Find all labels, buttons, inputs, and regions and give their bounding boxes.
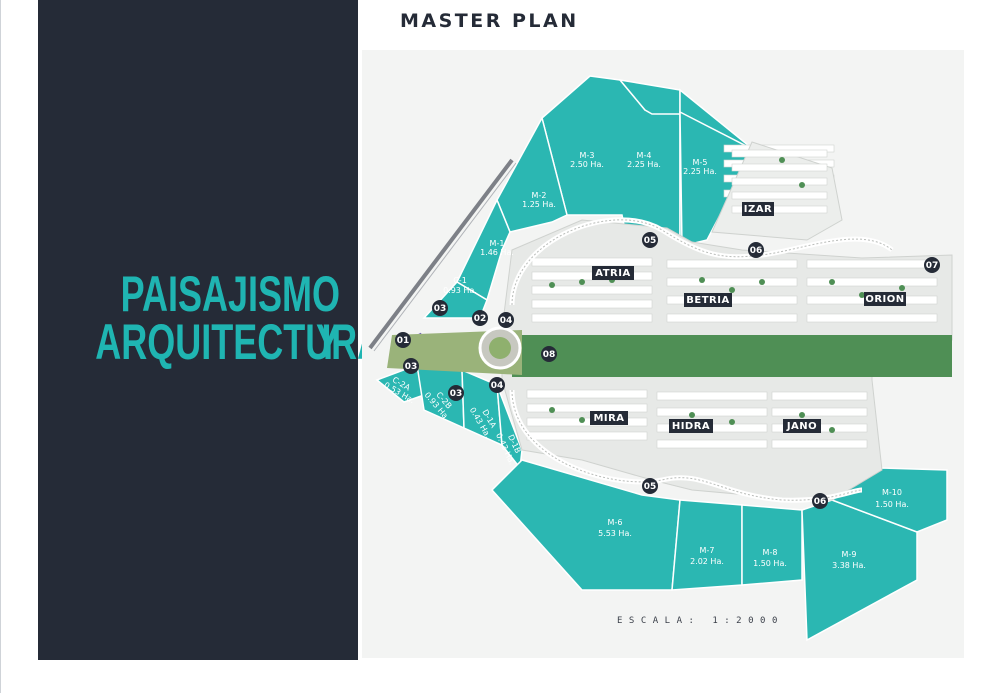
green-park-corridor xyxy=(512,335,952,377)
lot-m6-code: M-6 xyxy=(608,518,623,527)
lot-m5-area: 2.25 Ha. xyxy=(683,167,717,176)
svg-text:05: 05 xyxy=(644,236,657,246)
svg-text:06: 06 xyxy=(750,246,763,256)
svg-text:07: 07 xyxy=(926,261,939,271)
zone-mira-text: MIRA xyxy=(593,413,624,424)
svg-text:04: 04 xyxy=(500,316,513,326)
title-panel xyxy=(38,0,358,660)
marker-04-a: 04 xyxy=(498,312,514,328)
lot-m8-code: M-8 xyxy=(763,548,778,557)
marker-05-b: 05 xyxy=(642,478,658,494)
zone-betria-text: BETRIA xyxy=(686,295,729,306)
lot-c1-area: 0.93 Ha. xyxy=(443,286,477,295)
marker-08: 08 xyxy=(541,346,557,362)
plan-title: MASTER PLAN xyxy=(400,10,579,32)
lot-m9-area: 3.38 Ha. xyxy=(832,561,866,570)
left-edge-rule xyxy=(0,0,1,693)
lot-m1-code: M-1 xyxy=(490,239,505,248)
svg-text:03: 03 xyxy=(434,304,447,314)
svg-text:05: 05 xyxy=(644,482,657,492)
lot-m7-code: M-7 xyxy=(700,546,715,555)
lot-m10-code: M-10 xyxy=(882,488,902,497)
ring-road-north-line xyxy=(511,219,893,306)
zone-label-jano: JANO xyxy=(783,419,821,433)
master-plan-map: IZAR ATRIA BETRIA ORION MIRA HIDRA JANO … xyxy=(362,50,964,658)
scale-label: ESCALA: 1:2000 xyxy=(617,616,784,626)
lot-m5-code: M-5 xyxy=(693,158,708,167)
lot-m8 xyxy=(741,504,803,586)
lot-m3-top xyxy=(618,78,681,115)
panel-title-line-2: ARQUITECTURA xyxy=(95,314,384,370)
marker-06-a: 06 xyxy=(748,242,764,258)
marker-03-a: 03 xyxy=(432,300,448,316)
marker-04-b: 04 xyxy=(489,377,505,393)
zone-label-hidra: HIDRA xyxy=(669,419,713,433)
svg-text:01: 01 xyxy=(397,336,410,346)
svg-text:06: 06 xyxy=(814,497,827,507)
marker-06-b: 06 xyxy=(812,493,828,509)
green-nodes xyxy=(549,157,905,433)
lot-m7 xyxy=(671,499,743,591)
lot-m2-code: M-2 xyxy=(532,191,547,200)
north-lots xyxy=(422,75,756,319)
roundabout-center xyxy=(489,337,511,359)
lot-m8-area: 1.50 Ha. xyxy=(753,559,787,568)
marker-02: 02 xyxy=(472,310,488,326)
south-lots xyxy=(375,363,948,642)
zone-label-atria: ATRIA xyxy=(592,266,634,280)
lot-m3-area: 2.50 Ha. xyxy=(570,160,604,169)
svg-text:08: 08 xyxy=(543,350,556,360)
lot-m9-code: M-9 xyxy=(842,550,857,559)
panel-title-line-1: PAISAJISMO Y xyxy=(120,266,340,370)
railway-line xyxy=(368,158,514,350)
lot-m4-code: M-4 xyxy=(637,151,652,160)
lot-m3-code: M-3 xyxy=(580,151,595,160)
marker-07: 07 xyxy=(924,257,940,273)
zone-label-orion: ORION xyxy=(864,292,906,306)
marker-05-a: 05 xyxy=(642,232,658,248)
lot-m2 xyxy=(496,115,568,233)
lot-m10-area: 1.50 Ha. xyxy=(875,500,909,509)
marker-03-c: 03 xyxy=(448,385,464,401)
master-plan-drawing: IZAR ATRIA BETRIA ORION MIRA HIDRA JANO … xyxy=(368,75,953,642)
svg-text:03: 03 xyxy=(405,362,418,372)
zone-jano-text: JANO xyxy=(786,421,817,432)
ring-road-south-line xyxy=(511,389,863,501)
lot-m1 xyxy=(456,198,511,302)
lot-m6-area: 5.53 Ha. xyxy=(598,529,632,538)
zone-label-izar: IZAR xyxy=(742,202,774,216)
marker-01: 01 xyxy=(395,332,411,348)
zone-hidra-text: HIDRA xyxy=(672,421,710,432)
lot-m2-area: 1.25 Ha. xyxy=(522,200,556,209)
zone-label-betria: BETRIA xyxy=(684,293,732,307)
lot-m1-area: 1.46 Ha. xyxy=(480,248,514,257)
railway-edge xyxy=(373,162,517,352)
svg-text:04: 04 xyxy=(491,381,504,391)
lot-c1-code: C-1 xyxy=(453,276,467,285)
izar-housing xyxy=(731,149,828,214)
lot-m7-area: 2.02 Ha. xyxy=(690,557,724,566)
svg-text:03: 03 xyxy=(450,389,463,399)
marker-03-b: 03 xyxy=(403,358,419,374)
zone-label-mira: MIRA xyxy=(590,411,628,425)
zone-atria-text: ATRIA xyxy=(595,268,630,279)
zone-izar-text: IZAR xyxy=(744,204,772,215)
zone-orion-text: ORION xyxy=(865,294,904,305)
svg-text:02: 02 xyxy=(474,314,487,324)
lot-m4-area: 2.25 Ha. xyxy=(627,160,661,169)
